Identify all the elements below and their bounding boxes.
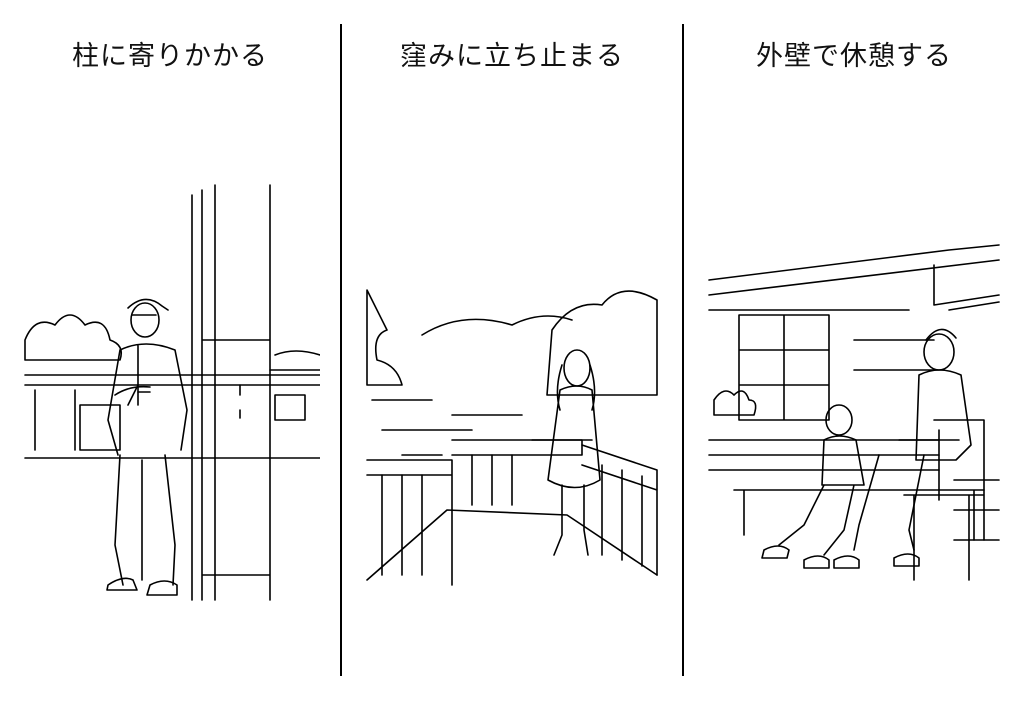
- people-resting-by-wall-illustration: [704, 240, 1004, 590]
- panel-caption: 窪みに立ち止まる: [400, 41, 624, 72]
- panel-divider: [682, 24, 684, 676]
- panel-caption: 外壁で休憩する: [756, 41, 952, 72]
- man-leaning-on-pillar-illustration: [20, 180, 320, 610]
- panel-caption: 柱に寄りかかる: [72, 41, 268, 72]
- panel-divider: [340, 24, 342, 676]
- panel-rest-by-outer-wall: 外壁で休憩する: [684, 0, 1024, 702]
- panel-stop-in-alcove: 窪みに立ち止まる: [342, 0, 682, 702]
- panel-lean-on-pillar: 柱に寄りかかる: [0, 0, 340, 702]
- woman-on-balcony-illustration: [362, 280, 662, 590]
